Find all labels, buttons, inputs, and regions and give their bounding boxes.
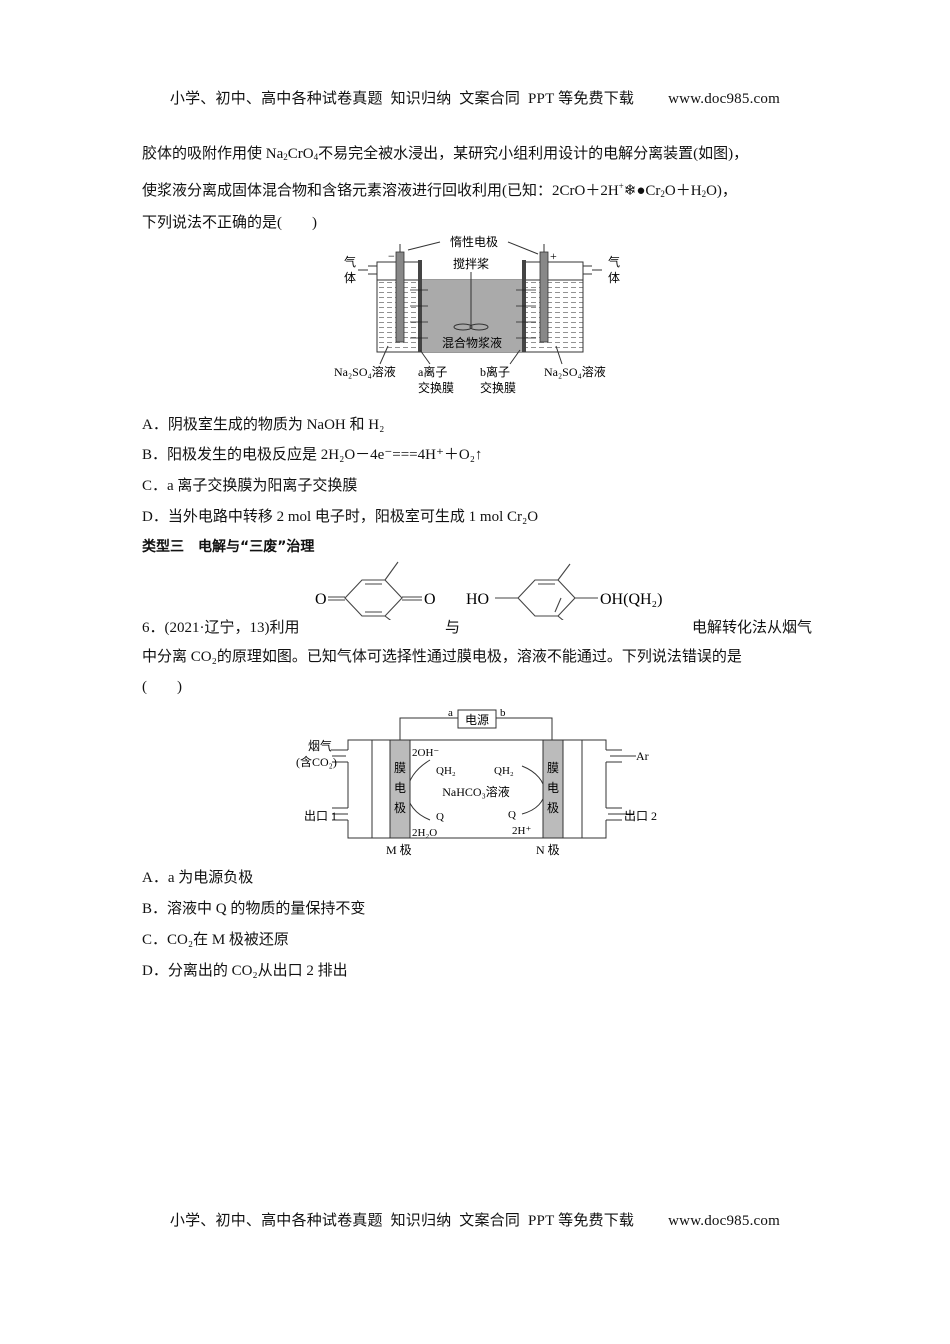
membrane-a-label-1: a离子 — [418, 364, 447, 379]
n-pole-label: N 极 — [536, 843, 560, 857]
hydroquinone-ho: HO — [466, 591, 489, 608]
page-footer: 小学、初中、高中各种试卷真题 知识归纳 文案合同 PPT 等免费下载 www.do… — [162, 1192, 780, 1230]
mixture-label: 混合物浆液 — [442, 335, 502, 350]
gas-right-2: 体 — [608, 271, 620, 285]
left-2oh: 2OH⁻ — [412, 747, 439, 759]
q5-option-c: C．a 离子交换膜为阳离子交换膜 — [142, 478, 358, 494]
left-2h2o: 2H₂O — [412, 827, 437, 839]
electrolysis-apparatus-figure: 惰性电极 − + 气 体 气 体 搅拌桨 混合物浆液 Na₂SO₄溶液 a离子 … — [334, 235, 620, 395]
outlet1-label: 出口 1 — [304, 809, 337, 823]
q6-option-c: C．CO₂在 M 极被还原 — [142, 932, 289, 948]
membrane-right-2: 电 — [547, 781, 559, 795]
footer-text: 小学、初中、高中各种试卷真题 知识归纳 文案合同 PPT 等免费下载 — [169, 1213, 635, 1229]
membrane-b-label-2: 交换膜 — [480, 380, 516, 395]
terminal-a: a — [448, 707, 453, 719]
power-label: 电源 — [465, 713, 489, 727]
m-pole-label: M 极 — [386, 843, 412, 857]
q5-line3: 下列说法不正确的是( ) — [142, 215, 317, 231]
membrane-left-2: 电 — [394, 781, 406, 795]
q6-line2: 中分离 CO₂的原理如图。已知气体可选择性通过膜电极，溶液不能通过。下列说法错误… — [142, 649, 742, 665]
gas-left-2: 体 — [344, 271, 356, 285]
electrode-label: 惰性电极 — [450, 235, 498, 249]
left-q: Q — [436, 811, 444, 823]
q5-line2: 使浆液分离成固体混合物和含铬元素溶液进行回收利用(已知：2CrO＋2H+❄●Cr… — [142, 181, 737, 199]
q5-option-b: B．阳极发生的电极反应是 2H₂O－4e⁻===4H⁺＋O₂↑ — [142, 447, 483, 463]
header-text: 小学、初中、高中各种试卷真题 知识归纳 文案合同 PPT 等免费下载 — [169, 91, 635, 107]
solution-label: NaHCO₃溶液 — [442, 784, 510, 799]
stirrer-label: 搅拌桨 — [453, 256, 489, 271]
flue-gas-label-2: (含CO₂) — [296, 754, 337, 769]
question5-stem: 胶体的吸附作用使 Na2CrO4不易完全被水浸出，某研究小组利用设计的电解分离装… — [142, 140, 748, 238]
outlet2-label: 出口 2 — [624, 809, 657, 823]
q6-option-d: D．分离出的 CO₂从出口 2 排出 — [142, 963, 348, 979]
solution-right-label: Na₂SO₄溶液 — [544, 364, 606, 379]
membrane-right-3: 极 — [547, 801, 559, 815]
right-2h: 2H⁺ — [512, 825, 531, 837]
quinone-o-right: O — [424, 591, 436, 608]
quinone-o-left: O — [315, 591, 327, 608]
co2-separation-figure: 电源 a b 烟气 (含CO₂) Ar 出口 1 出口 2 膜 电 极 膜 电 … — [296, 707, 657, 857]
membrane-b-label-1: b离子 — [480, 364, 510, 379]
page-header: 小学、初中、高中各种试卷真题 知识归纳 文案合同 PPT 等免费下载 www.do… — [162, 70, 780, 108]
membrane-left-1: 膜 — [394, 761, 406, 775]
terminal-b: b — [500, 707, 506, 719]
q5-option-d: D．当外电路中转移 2 mol 电子时，阳极室可生成 1 mol Cr₂O — [142, 509, 539, 525]
right-qh2: QH₂ — [494, 765, 514, 777]
membrane-a-label-2: 交换膜 — [418, 380, 454, 395]
q6-option-a: A．a 为电源负极 — [142, 870, 254, 886]
membrane-right-1: 膜 — [547, 761, 559, 775]
q6-line1: 6．(2021·辽宁，13)利用与电解转化法从烟气 — [142, 620, 812, 636]
hydroquinone-oh: OH(QH₂) — [600, 591, 662, 608]
left-qh2: QH₂ — [436, 765, 456, 777]
right-q: Q — [508, 809, 516, 821]
membrane-left-3: 极 — [394, 801, 406, 815]
header-url[interactable]: www.doc985.com — [668, 91, 780, 107]
gas-right-1: 气 — [608, 254, 620, 269]
flue-gas-label-1: 烟气 — [308, 738, 332, 753]
footer-url[interactable]: www.doc985.com — [668, 1213, 780, 1229]
q6-option-b: B．溶液中 Q 的物质的量保持不变 — [142, 901, 366, 917]
chemical-structures-figure: O O HO OH(QH₂) — [315, 561, 662, 620]
q5-option-a: A．阴极室生成的物质为 NaOH 和 H₂ — [142, 417, 385, 433]
section-heading: 类型三 电解与“三废”治理 — [142, 539, 315, 555]
gas-left-1: 气 — [344, 254, 356, 269]
q5-line1: 胶体的吸附作用使 Na2CrO4不易完全被水浸出，某研究小组利用设计的电解分离装… — [142, 146, 749, 162]
plus-sign: + — [550, 249, 557, 263]
ar-label: Ar — [636, 749, 649, 763]
solution-left-label: Na₂SO₄溶液 — [334, 364, 396, 379]
q6-line3: ( ) — [142, 679, 182, 695]
minus-sign: − — [388, 249, 395, 263]
